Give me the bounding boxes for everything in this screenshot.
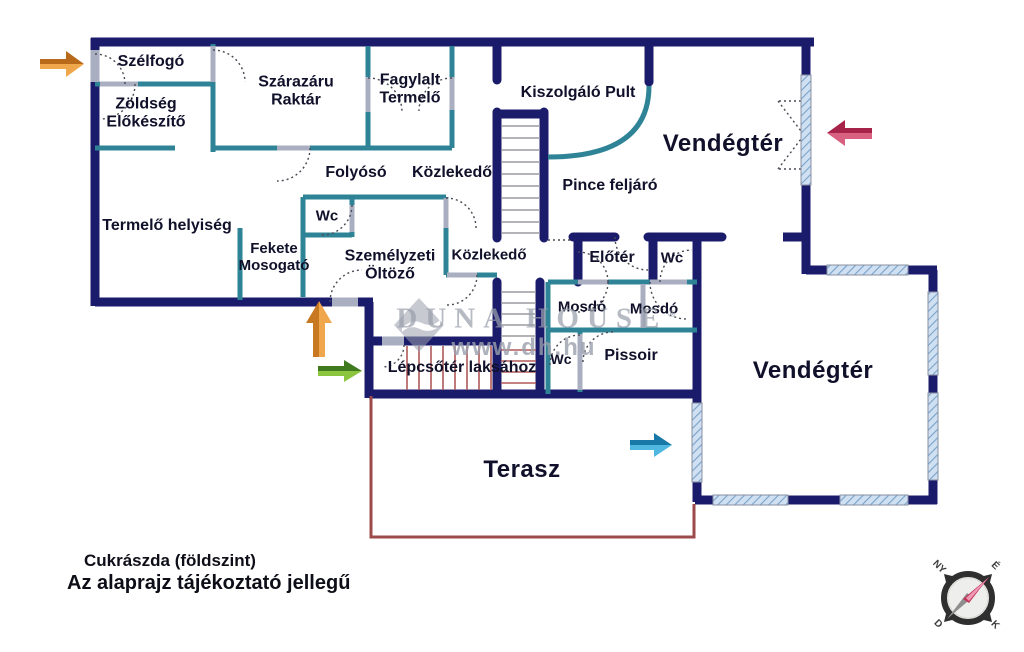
room-label-zoldseg: Zöldség Előkészítő (106, 95, 186, 131)
room-label-vendegter-felso: Vendégtér (662, 130, 784, 158)
room-label-wc-also: Wc (550, 350, 572, 367)
exit-arrow-green (318, 360, 362, 382)
stair-steps (501, 291, 536, 384)
door-sills (90, 46, 687, 390)
room-label-fagylalt: Fagylalt Termelő (379, 71, 441, 107)
terrace-outline (369, 396, 696, 539)
plan-disclaimer: Az alaprajz tájékoztató jellegű (67, 572, 351, 594)
room-label-lepcsoter: Lépcsőtér laksához (387, 358, 537, 376)
room-label-wc-jobb: Wc (660, 249, 684, 267)
cellar-staircase (492, 107, 549, 243)
watermark-name: DUNA HOUSE® (396, 303, 675, 336)
compass-icon (941, 571, 995, 625)
room-label-wc-felso: Wc (315, 207, 339, 225)
room-label-vendegter-also: Vendégtér (752, 357, 874, 385)
watermark-logo (394, 298, 444, 352)
apartment-staircase (492, 277, 545, 395)
windows (691, 74, 939, 506)
plan-subtitle: Cukrászda (földszint) (84, 551, 256, 570)
room-label-kozlekedo-also: Közlekedő (451, 246, 527, 264)
room-label-szemelyzeti: Személyzeti Öltöző (344, 247, 436, 283)
room-label-kiszolgalo: Kiszolgáló Pult (520, 83, 636, 101)
watermark-url: www.dh.hu (451, 334, 597, 361)
room-label-kozlekedo-felso: Közlekedő (411, 163, 493, 181)
watermark-reg-mark: ® (667, 307, 676, 320)
exit-arrow-up (306, 301, 332, 357)
room-label-terasz: Terasz (483, 456, 561, 484)
entrance-arrow-east (827, 120, 872, 146)
stair-steps (502, 125, 540, 234)
door-swing-arcs (94, 49, 806, 368)
room-label-mosdo-bal: Mosdó (557, 298, 607, 316)
room-label-mosdo-jobb: Mosdó (629, 300, 679, 318)
room-label-termelo: Termelő helyiség (102, 216, 232, 234)
service-counter (547, 85, 652, 160)
room-label-fekete-mosogato: Fekete Mosogató (238, 239, 310, 274)
room-label-folyoso: Folyósó (325, 163, 387, 181)
room-label-eloter: Előtér (589, 248, 635, 266)
room-label-szelfogo: Szélfogó (117, 52, 185, 70)
room-label-pissoir: Pissoir (604, 346, 658, 364)
watermark-name-text: DUNA HOUSE (396, 302, 668, 335)
room-label-pince-feljaro: Pince feljáró (562, 176, 658, 194)
room-label-szarazaru: Szárazáru Raktár (258, 73, 334, 109)
interior-navy-walls (492, 37, 810, 287)
entrance-arrow-west (40, 51, 84, 77)
stairwell-steps (406, 346, 492, 390)
terrace-arrow-blue (630, 433, 672, 457)
